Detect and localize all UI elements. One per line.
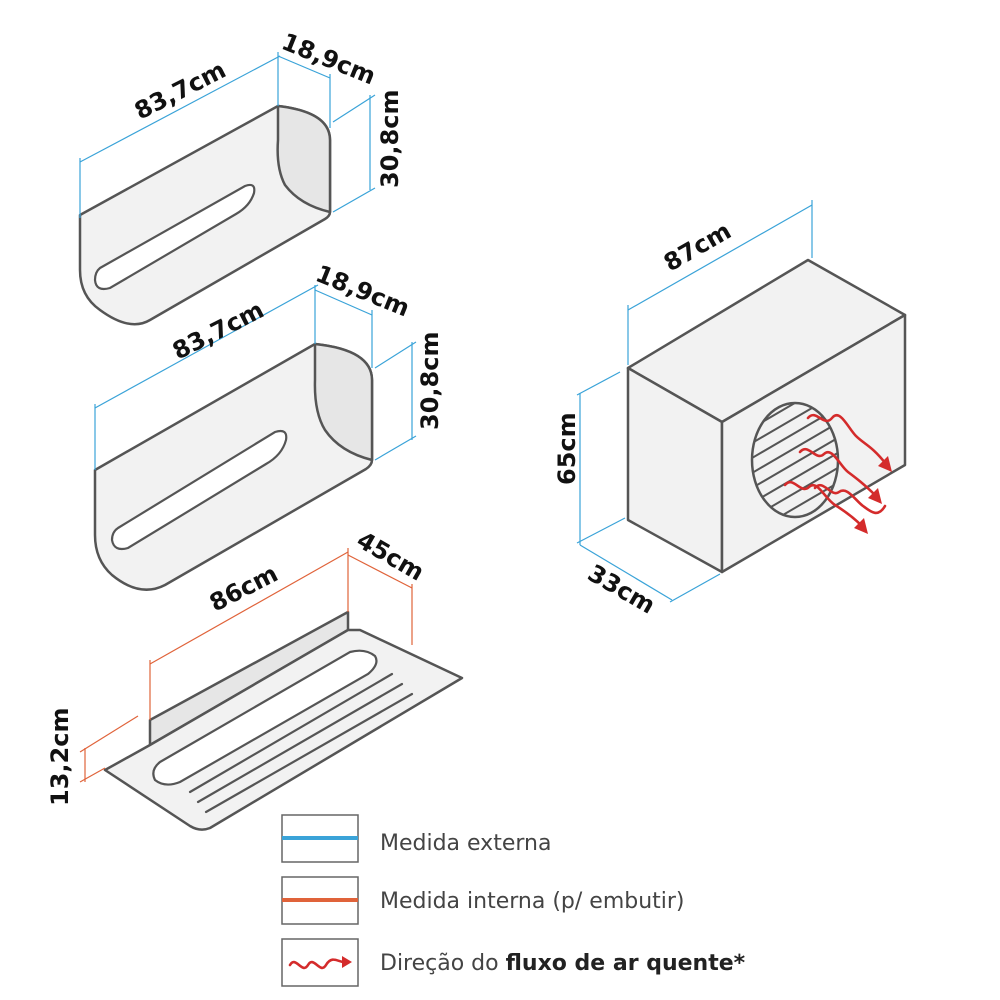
legend-airflow: Direção do fluxo de ar quente* (281, 938, 746, 987)
legend-airflow-bold: fluxo de ar quente* (506, 951, 746, 976)
outdoor-depth-label: 33cm (583, 559, 660, 620)
indoor-middle-width-label: 83,7cm (168, 296, 268, 366)
recess-panel: 86cm 45cm 13,2cm (46, 526, 464, 831)
recess-height-dim (79, 715, 139, 783)
legend-internal: Medida interna (p/ embutir) (281, 876, 685, 925)
outdoor-depth-dim (579, 544, 721, 603)
legend-airflow-prefix: Direção do (380, 951, 506, 976)
indoor-top-height-label: 30,8cm (376, 90, 404, 188)
outdoor-unit: 87cm 65cm 33cm (553, 200, 907, 620)
indoor-top-width-dim (79, 55, 281, 218)
indoor-middle-height-label: 30,8cm (416, 332, 444, 430)
indoor-middle-height-dim (374, 341, 417, 461)
outdoor-height-label: 65cm (553, 412, 581, 485)
indoor-middle-depth-dim (314, 285, 373, 368)
recess-depth-dim (347, 554, 413, 645)
indoor-top-depth-dim (277, 52, 331, 128)
indoor-middle-depth-label: 18,9cm (312, 260, 414, 323)
indoor-top-depth-label: 18,9cm (278, 28, 380, 91)
legend-airflow-label: Direção do fluxo de ar quente* (380, 951, 746, 976)
legend-external: Medida externa (281, 814, 551, 863)
indoor-middle-width-dim (94, 284, 319, 470)
hot-air-flow-arrows (783, 413, 892, 534)
legend-internal-label: Medida interna (p/ embutir) (380, 889, 685, 914)
outdoor-width-dim (627, 200, 813, 365)
legend: Medida externa Medida interna (p/ embuti… (281, 814, 746, 987)
recess-height-label: 13,2cm (46, 708, 74, 806)
indoor-top-height-dim (332, 94, 376, 213)
legend-external-label: Medida externa (380, 831, 551, 856)
outdoor-height-dim (576, 371, 626, 545)
recess-width-label: 86cm (205, 559, 282, 617)
outdoor-width-label: 87cm (659, 217, 736, 278)
recess-width-dim (149, 548, 349, 720)
